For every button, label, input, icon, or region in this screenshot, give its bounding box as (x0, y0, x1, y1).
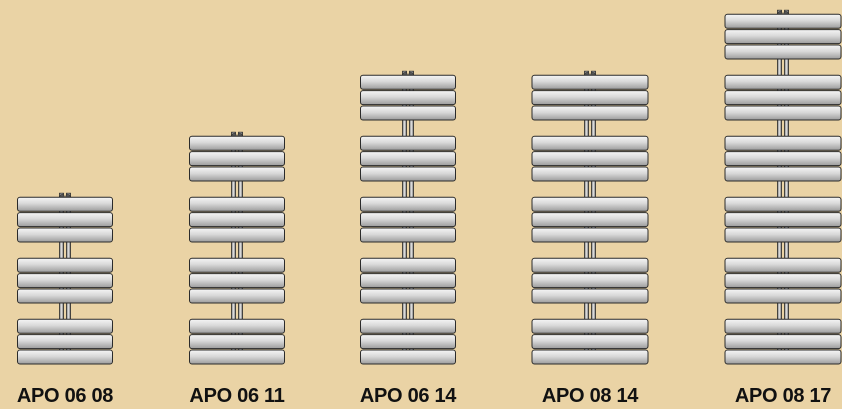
radiator-bar (189, 135, 285, 151)
radiator-bar (531, 166, 649, 182)
radiator-bar (360, 257, 456, 273)
radiator-bar (531, 349, 649, 365)
radiator-bar (531, 334, 649, 350)
radiator-bar (531, 74, 649, 90)
radiator-bar (531, 105, 649, 121)
radiator-bar (17, 318, 113, 334)
radiator-bar (724, 318, 842, 334)
radiator-post (784, 9, 789, 363)
radiator-bar (360, 334, 456, 350)
radiator-bar (360, 74, 456, 90)
radiator-apo-06-14 (360, 70, 456, 365)
radiator-bar (189, 166, 285, 182)
radiator-bar (724, 212, 842, 228)
model-label-apo-08-17: APO 08 17 (734, 385, 832, 407)
radiator-bar (531, 135, 649, 151)
radiator-bar (360, 166, 456, 182)
radiator-bar (531, 288, 649, 304)
radiator-bar (360, 151, 456, 167)
radiator-bar (724, 273, 842, 289)
radiator-bar (531, 227, 649, 243)
radiator-bar (724, 74, 842, 90)
radiator-bar (724, 334, 842, 350)
model-label-apo-08-14: APO 08 14 (541, 385, 639, 407)
radiator-bar (360, 90, 456, 106)
radiator-bar (189, 318, 285, 334)
model-label-apo-06-08: APO 06 08 (16, 385, 114, 407)
radiator-bar (360, 349, 456, 365)
radiator-bar (17, 334, 113, 350)
radiator-bar (531, 151, 649, 167)
radiator-bar (724, 257, 842, 273)
radiator-bar (531, 273, 649, 289)
radiator-apo-08-17 (724, 9, 842, 365)
radiator-bar (360, 196, 456, 212)
radiator-bar (360, 288, 456, 304)
radiator-bar (17, 273, 113, 289)
radiator-bar (189, 273, 285, 289)
radiator-bar (17, 257, 113, 273)
radiator-bar (724, 196, 842, 212)
radiator-bar (724, 227, 842, 243)
radiator-bar (531, 257, 649, 273)
radiator-bar (724, 44, 842, 60)
radiator-bar (724, 166, 842, 182)
radiator-bar (360, 105, 456, 121)
radiator-bar (724, 288, 842, 304)
radiator-post (777, 9, 782, 363)
radiator-bar (724, 105, 842, 121)
radiator-bar (360, 212, 456, 228)
radiator-bar (189, 196, 285, 212)
radiator-bar (360, 273, 456, 289)
radiator-bar (189, 334, 285, 350)
radiator-apo-08-14 (531, 70, 649, 365)
radiator-bar (17, 212, 113, 228)
radiator-bar (17, 227, 113, 243)
model-label-apo-06-14: APO 06 14 (359, 385, 457, 407)
radiator-bar (531, 318, 649, 334)
radiator-bar (189, 151, 285, 167)
radiator-bar (724, 151, 842, 167)
radiator-bar (17, 196, 113, 212)
radiator-bar (189, 257, 285, 273)
radiator-bar (531, 212, 649, 228)
model-label-apo-06-11: APO 06 11 (189, 385, 285, 407)
radiator-apo-06-11 (189, 131, 285, 365)
radiator-bar (531, 196, 649, 212)
radiator-bar (531, 90, 649, 106)
radiator-bar (360, 318, 456, 334)
radiator-bar (17, 349, 113, 365)
radiator-bar (724, 135, 842, 151)
radiator-bar (724, 90, 842, 106)
radiator-bar (360, 135, 456, 151)
radiator-bar (189, 212, 285, 228)
radiator-bar (189, 227, 285, 243)
radiator-bar (189, 288, 285, 304)
radiator-bar (189, 349, 285, 365)
radiator-bar (724, 29, 842, 45)
radiator-bar (17, 288, 113, 304)
radiator-bar (360, 227, 456, 243)
radiator-bar (724, 13, 842, 29)
radiator-bar (724, 349, 842, 365)
radiator-apo-06-08 (17, 192, 113, 365)
